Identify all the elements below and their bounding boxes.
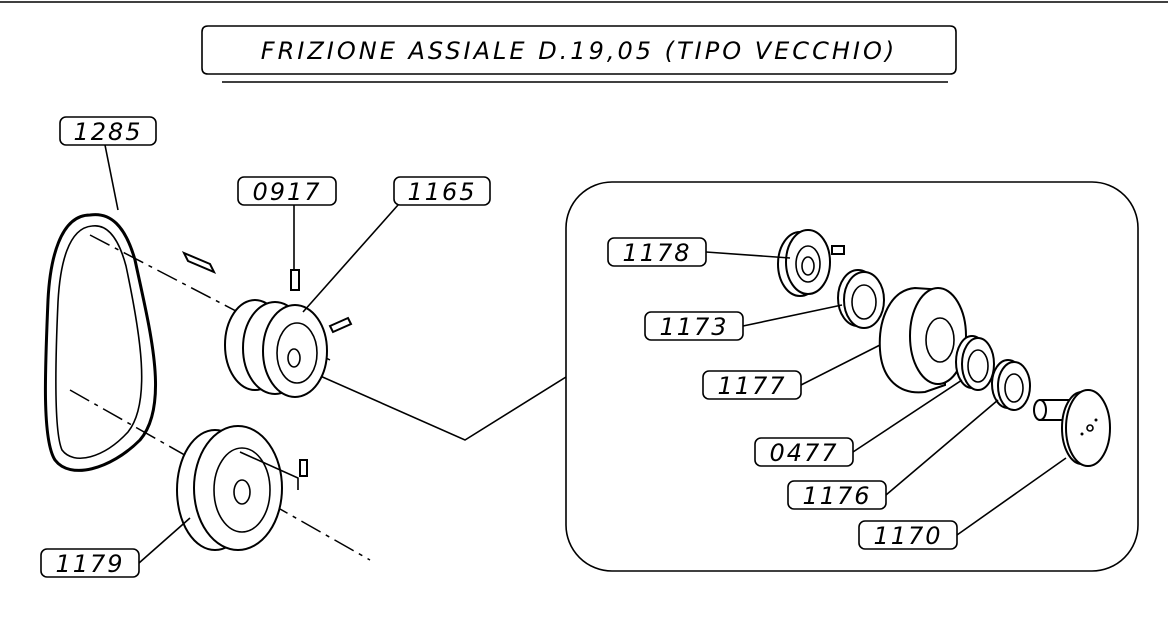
callout-1285: 1285 — [59, 116, 157, 211]
disc-1170 — [1033, 389, 1111, 467]
label-1177: 1177 — [717, 372, 786, 400]
label-1285: 1285 — [73, 118, 142, 146]
pulley-1179 — [176, 425, 299, 551]
bearing-1178 — [777, 229, 845, 297]
callout-1165: 1165 — [302, 176, 491, 313]
ring-1173 — [837, 269, 885, 329]
label-1170: 1170 — [873, 522, 942, 550]
set-screw-side — [328, 316, 353, 334]
diagram-title: FRIZIONE ASSIALE D.19,05 (TIPO VECCHIO) — [261, 37, 897, 65]
ring-0477 — [955, 335, 995, 391]
title-box: FRIZIONE ASSIALE D.19,05 (TIPO VECCHIO) — [201, 25, 957, 83]
callout-1173: 1173 — [644, 304, 843, 341]
housing-1177 — [878, 286, 967, 394]
callout-1176: 1176 — [787, 399, 999, 510]
belt-part — [43, 213, 158, 472]
ring-1176 — [991, 359, 1031, 411]
detail-inset-box — [565, 181, 1139, 572]
label-1165: 1165 — [407, 178, 476, 206]
set-screw-lower — [299, 459, 308, 477]
callout-1178: 1178 — [607, 237, 791, 267]
label-1173: 1173 — [659, 313, 728, 341]
callout-1170: 1170 — [858, 457, 1067, 550]
centerline-upper — [89, 234, 331, 361]
label-1179: 1179 — [55, 550, 124, 578]
key-part — [181, 251, 217, 274]
pulley-1165 — [224, 299, 328, 398]
set-screw-0917 — [290, 269, 300, 291]
label-1178: 1178 — [622, 239, 691, 267]
label-0917: 0917 — [252, 178, 321, 206]
callout-1179: 1179 — [40, 517, 191, 578]
callout-0917: 0917 — [237, 176, 337, 270]
label-0477: 0477 — [769, 439, 838, 467]
label-1176: 1176 — [802, 482, 871, 510]
callout-1177: 1177 — [702, 344, 881, 400]
detail-connector-line — [317, 374, 567, 441]
callout-0477: 0477 — [754, 379, 963, 467]
